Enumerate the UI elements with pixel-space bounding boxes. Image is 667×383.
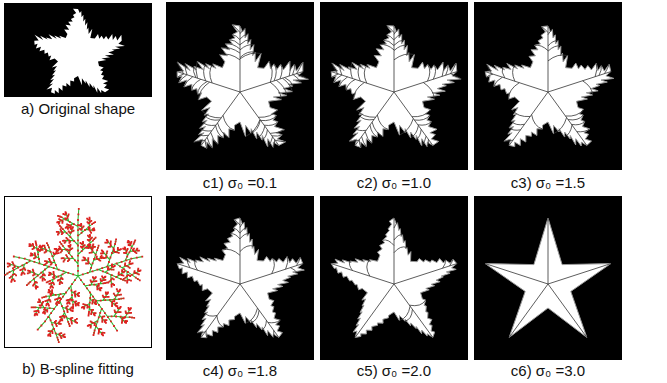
control-points [4, 209, 143, 342]
skeleton-panel [320, 2, 468, 170]
panel-caption: c2) σ₀ =1.0 [357, 174, 431, 192]
panel-ground [320, 196, 468, 360]
skeleton-panel [320, 196, 468, 360]
leaf-shape [331, 218, 457, 337]
leaf-shape [177, 25, 308, 148]
skeleton-lines [177, 25, 308, 148]
skeleton-panel [166, 2, 314, 170]
panel-caption: c4) σ₀ =1.8 [203, 362, 277, 380]
panel-ground [474, 2, 622, 170]
panel-ground [166, 2, 314, 170]
panel-caption: c1) σ₀ =0.1 [203, 174, 277, 192]
skeleton-lines [331, 26, 461, 148]
panel-ground [4, 3, 152, 97]
panel-caption: b) B-spline fitting [22, 360, 134, 378]
skeleton-panel [474, 196, 622, 360]
panel-ground [320, 2, 468, 170]
leaf-shape [485, 218, 611, 337]
leaf-shape [485, 26, 614, 147]
spline-curves [5, 209, 142, 342]
skeleton-lines [485, 218, 611, 337]
panel-caption: c6) σ₀ =3.0 [511, 362, 585, 380]
panel-caption: c3) σ₀ =1.5 [511, 174, 585, 192]
bspline-skeleton [4, 196, 152, 348]
original-shape [4, 3, 152, 97]
leaf-shape [331, 26, 461, 148]
skeleton-lines [177, 218, 303, 338]
skeleton-panel [474, 2, 622, 170]
skeleton-lines [485, 26, 611, 145]
skeleton-lines [331, 218, 457, 337]
leaf-shape [177, 218, 304, 338]
panel-caption: a) Original shape [21, 100, 135, 118]
panel-frame [5, 197, 152, 348]
panel-ground [474, 196, 622, 360]
panel-caption: c5) σ₀ =2.0 [357, 362, 431, 380]
skeleton-panel [166, 196, 314, 360]
leaf-shape [34, 9, 125, 94]
panel-ground [166, 196, 314, 360]
